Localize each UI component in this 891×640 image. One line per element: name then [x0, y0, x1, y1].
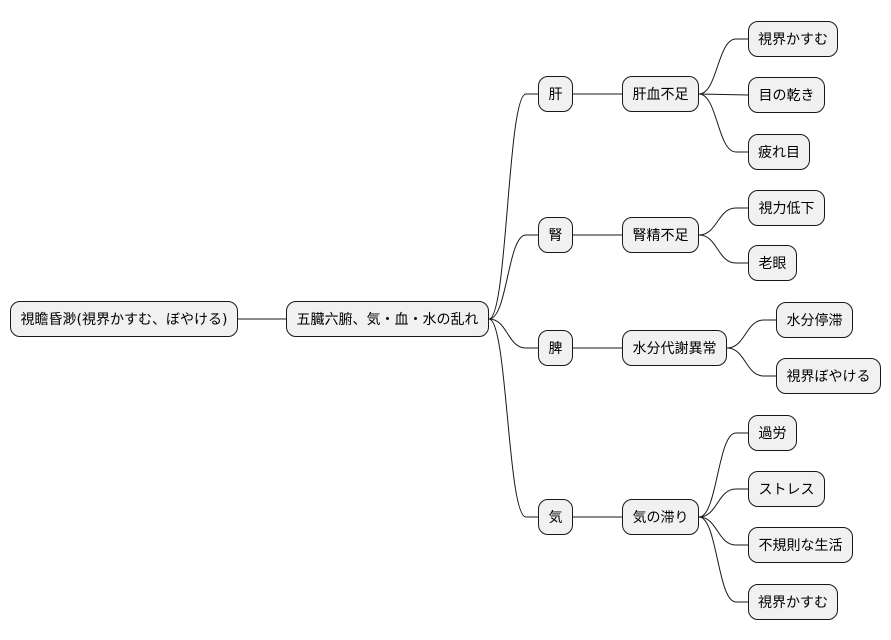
symptom-node: 視界かすむ: [748, 584, 838, 620]
symptom-node: ストレス: [748, 471, 825, 507]
connector-line: [698, 207, 748, 236]
symptom-node: 視力低下: [748, 190, 825, 226]
connector-line: [488, 234, 538, 320]
condition-node-liver: 肝血不足: [622, 76, 699, 112]
connector-line: [698, 516, 748, 546]
organ-node-spleen: 脾: [538, 330, 573, 366]
connector-line: [698, 516, 748, 603]
connector-line: [726, 319, 776, 349]
symptom-node: 目の乾き: [748, 77, 825, 113]
symptom-node: 老眼: [748, 245, 797, 281]
symptom-node: 過労: [748, 415, 797, 451]
symptom-node: 疲れ目: [748, 134, 810, 170]
organ-node-liver: 肝: [538, 76, 573, 112]
connector-line: [698, 38, 748, 95]
connector-line: [698, 432, 748, 518]
condition-node-spleen: 水分代謝異常: [622, 330, 727, 366]
connector-line: [488, 318, 538, 518]
connector-line: [698, 488, 748, 518]
level1-node: 五臓六腑、気・血・水の乱れ: [286, 301, 489, 337]
symptom-node: 視界かすむ: [748, 21, 838, 57]
symptom-node: 視界ぼやける: [776, 358, 881, 394]
connector-line: [698, 234, 748, 264]
organ-node-qi: 気: [538, 499, 573, 535]
connector-line: [488, 318, 538, 349]
condition-node-qi: 気の滞り: [622, 499, 699, 535]
symptom-node: 水分停滞: [776, 302, 853, 338]
organ-node-kidney: 腎: [538, 217, 573, 253]
condition-node-kidney: 腎精不足: [622, 217, 699, 253]
connector-line: [698, 93, 748, 153]
connector-line: [698, 93, 749, 96]
connector-line: [726, 347, 776, 377]
root-node: 視瞻昏渺(視界かすむ、ぼやける): [10, 301, 238, 337]
symptom-node: 不規則な生活: [748, 527, 853, 563]
connector-line: [488, 93, 538, 320]
